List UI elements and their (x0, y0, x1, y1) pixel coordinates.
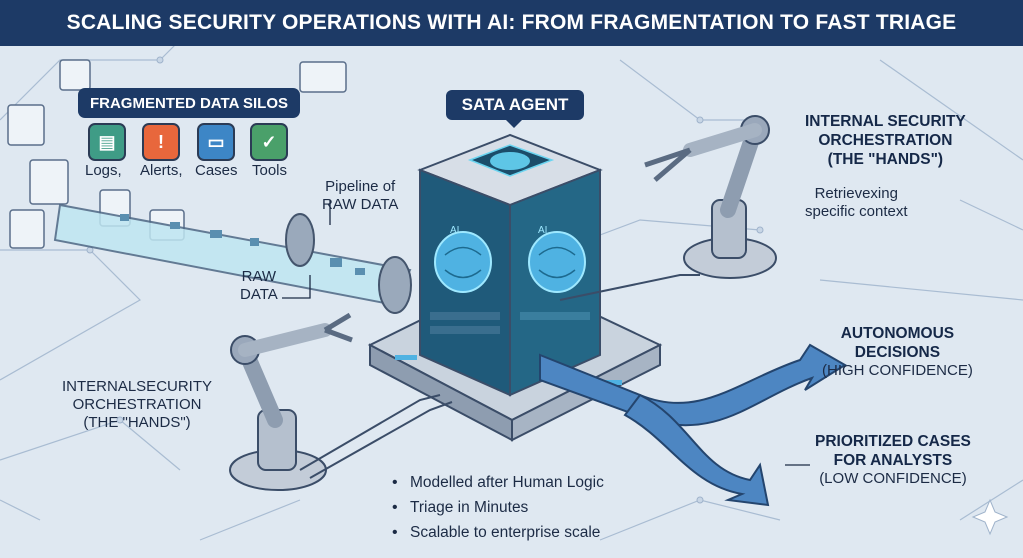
sparkle-icon (971, 498, 1009, 536)
orchestration-left-label: INTERNALSECURITY ORCHESTRATION (THE "HAN… (62, 378, 212, 432)
autonomous-line2: DECISIONS (854, 344, 941, 361)
right-robotic-arm (644, 115, 777, 279)
page-title: SCALING SECURITY OPERATIONS WITH AI: FRO… (66, 11, 957, 34)
wrench-icon: ✓ (250, 123, 288, 161)
agent-screen-text-right: AI (538, 225, 548, 236)
bullet-item: Scalable to enterprise scale (392, 520, 604, 545)
pipeline-label-line1: Pipeline of (325, 178, 396, 195)
bullet-item: Triage in Minutes (392, 495, 604, 520)
orchestration-right-line2: ORCHESTRATION (818, 132, 953, 149)
orchestration-left-line3: (THE "HANDS") (83, 414, 191, 431)
prioritized-label: PRIORITIZED CASES FOR ANALYSTS (LOW CONF… (815, 432, 971, 488)
autonomous-line1: AUTONOMOUS (840, 325, 955, 342)
cables (299, 274, 700, 479)
triage-flow-arrows (539, 343, 847, 507)
orchestration-right-label: INTERNAL SECURITY ORCHESTRATION (THE "HA… (805, 112, 966, 169)
pipeline-label: Pipeline of RAW DATA (322, 178, 398, 214)
warning-icon: ! (142, 123, 180, 161)
prioritized-line1: PRIORITIZED CASES (815, 433, 971, 450)
silos-title: FRAGMENTED DATA SILOS (78, 88, 300, 118)
silo-label-tools: Tools (252, 162, 288, 179)
title-banner: SCALING SECURITY OPERATIONS WITH AI: FRO… (0, 0, 1023, 46)
document-stack-icons (7, 59, 347, 249)
orchestration-left-line2: ORCHESTRATION (72, 396, 202, 413)
orchestration-right-line3: (THE "HANDS") (827, 151, 944, 168)
raw-data-label: RAW DATA (240, 268, 278, 304)
orchestration-left-line1: INTERNALSECURITY (62, 378, 213, 395)
prioritized-line2: FOR ANALYSTS (833, 452, 953, 469)
silo-label-logs: Logs, (85, 162, 122, 179)
feature-bullet-list: Modelled after Human Logic Triage in Min… (392, 470, 604, 545)
orchestration-right-line1: INTERNAL SECURITY (805, 113, 966, 130)
silo-label-alerts: Alerts, (140, 162, 183, 179)
agent-title: SATA AGENT (446, 90, 584, 128)
leader-lines (282, 200, 810, 466)
prioritized-line3: (LOW CONFIDENCE) (819, 470, 967, 487)
silo-label-cases: Cases (195, 162, 238, 179)
autonomous-line3: (HIGH CONFIDENCE) (822, 362, 973, 379)
pipeline-label-line2: RAW DATA (322, 196, 399, 213)
raw-data-line1: RAW (241, 268, 277, 285)
raw-data-line2: DATA (240, 286, 278, 303)
sata-agent-server (417, 133, 603, 397)
context-line1: Retrievexing (814, 185, 898, 202)
agent-screen-text-left: AI (450, 225, 460, 236)
left-robotic-arm (229, 312, 353, 491)
context-label: Retrievexing specific context (805, 185, 908, 221)
bullet-item: Modelled after Human Logic (392, 470, 604, 495)
raw-data-pipe (53, 203, 412, 314)
autonomous-label: AUTONOMOUS DECISIONS (HIGH CONFIDENCE) (822, 324, 973, 380)
database-icon: ▤ (88, 123, 126, 161)
context-line2: specific context (805, 203, 908, 220)
folder-icon: ▭ (197, 123, 235, 161)
